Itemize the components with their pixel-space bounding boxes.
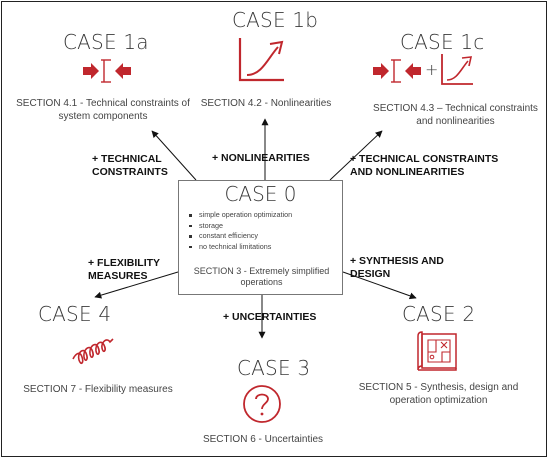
edge-label-nonlinearities: + NONLINEARITIES bbox=[212, 152, 310, 164]
nonlinear-curve-icon bbox=[441, 54, 473, 85]
case-3-title: CASE 3 bbox=[237, 356, 311, 380]
arrow-to-case-1c bbox=[329, 130, 383, 181]
arrow-to-case-4 bbox=[94, 271, 179, 299]
case-0-box: CASE 0 simple operation optimization sto… bbox=[178, 180, 343, 295]
list-item: constant efficiency bbox=[188, 231, 292, 242]
list-item: no technical limitations bbox=[188, 242, 292, 253]
nonlinear-curve-icon bbox=[238, 38, 284, 82]
plus-sign: + bbox=[425, 60, 439, 79]
case-0-section: SECTION 3 - Extremely simplified operati… bbox=[193, 266, 330, 287]
technical-constraints-icon bbox=[83, 59, 131, 83]
spring-icon bbox=[72, 338, 114, 365]
list-item: storage bbox=[188, 221, 292, 232]
case-3-section: SECTION 6 - Uncertainties bbox=[202, 434, 324, 445]
technical-constraints-icon bbox=[373, 59, 421, 83]
list-item: simple operation optimization bbox=[188, 210, 293, 219]
case-1b-section: SECTION 4.2 - Nonlinearities bbox=[200, 98, 332, 109]
case-2-title: CASE 2 bbox=[402, 302, 476, 326]
case-2-section: SECTION 5 - Synthesis, design and operat… bbox=[358, 382, 519, 406]
case-0-title: CASE 0 bbox=[224, 182, 297, 206]
case-1c-title: CASE 1c bbox=[400, 30, 485, 54]
case-1c-section: SECTION 4.3 – Technical constraints and … bbox=[373, 103, 538, 127]
case-4-title: CASE 4 bbox=[38, 302, 112, 326]
arrow-to-case-1a bbox=[151, 130, 197, 181]
case-1b-title: CASE 1b bbox=[232, 8, 319, 32]
case-4-section: SECTION 7 - Flexibility measures bbox=[23, 384, 173, 395]
question-mark-icon bbox=[243, 385, 281, 423]
arrow-to-case-2 bbox=[342, 271, 417, 300]
edge-label-uncertainties: + UNCERTAINTIES bbox=[223, 311, 317, 323]
case-0-assumptions-list: simple operation optimization storage co… bbox=[187, 210, 292, 252]
case-1a-title: CASE 1a bbox=[63, 30, 149, 54]
case-1a-section: SECTION 4.1 - Technical constraints of s… bbox=[16, 98, 190, 122]
blueprint-icon bbox=[417, 331, 457, 371]
